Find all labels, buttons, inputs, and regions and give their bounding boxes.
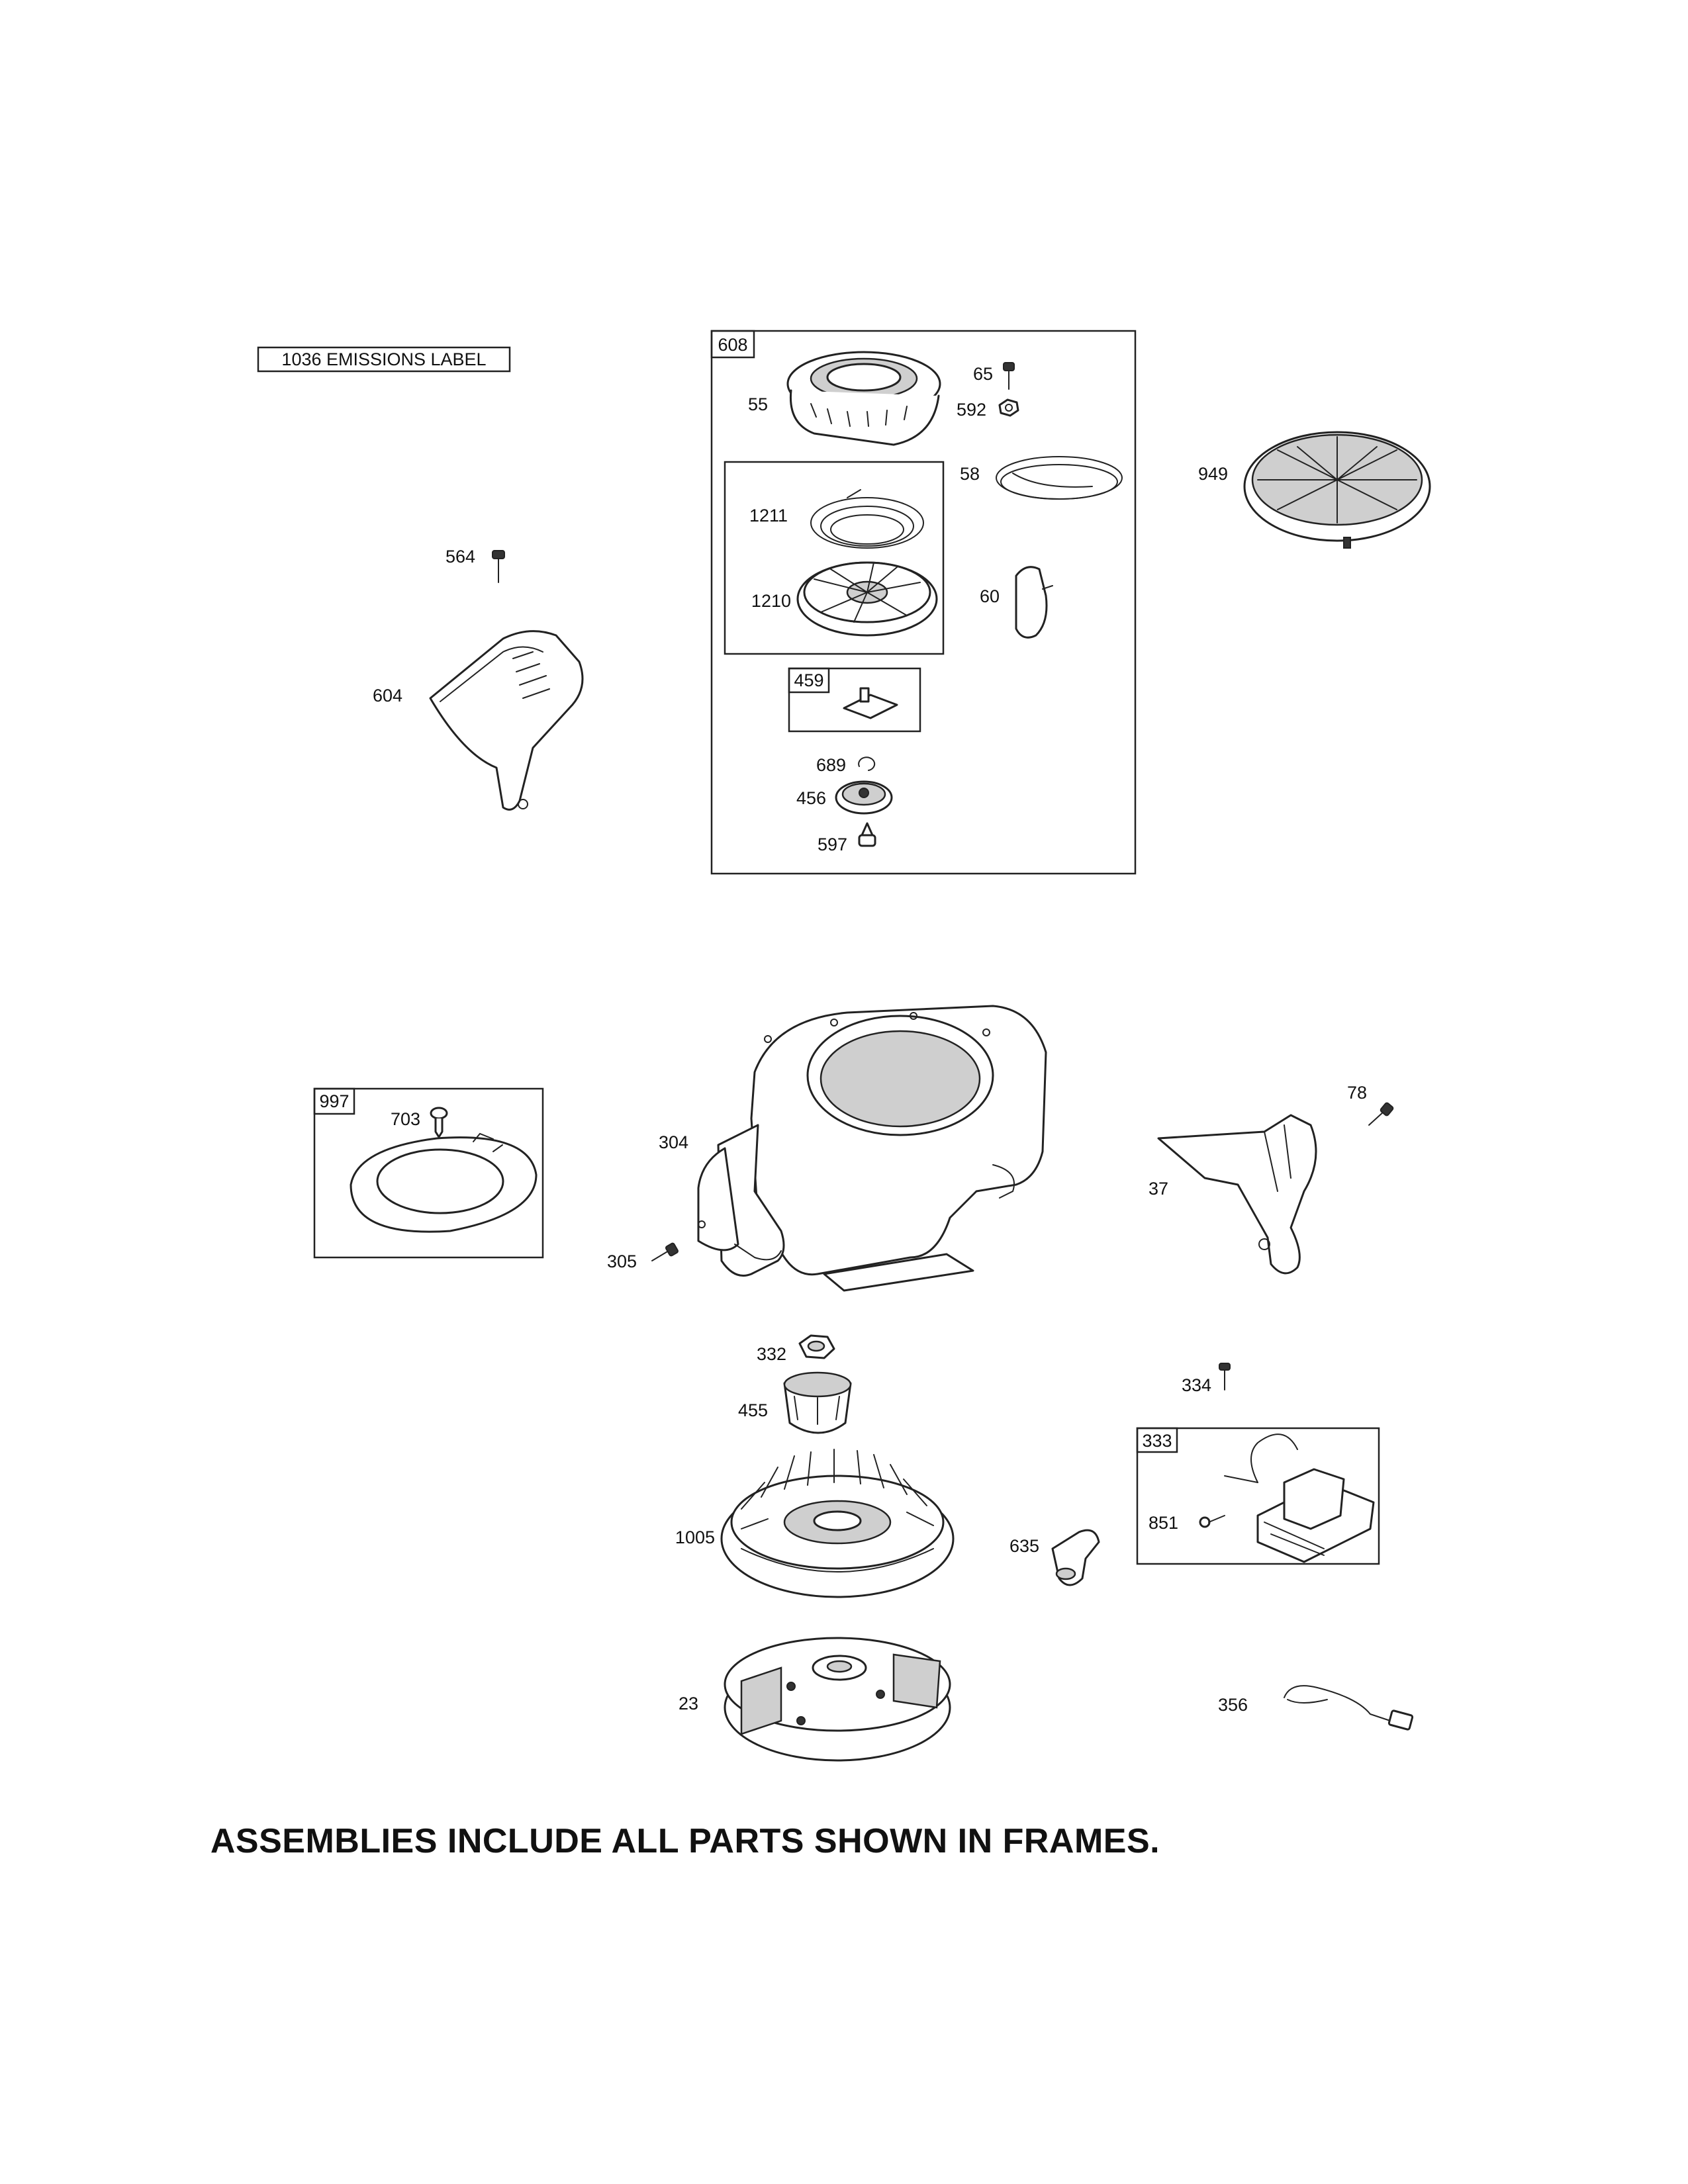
flywheel-magnet-part [724,1637,951,1762]
screw-icon [492,550,505,583]
starter-rope-part [996,456,1123,500]
part-label-635: 635 [1009,1536,1039,1556]
part-label-592: 592 [957,400,986,420]
frame-997-tag: 997 [319,1091,349,1111]
push-pin-icon [430,1107,448,1138]
flywheel-nut-part [798,1334,835,1359]
spark-plug-boot-part [1051,1529,1100,1586]
ratchet-part [835,780,893,815]
part-label-23: 23 [679,1694,698,1713]
part-label-597: 597 [818,835,847,854]
muffler-guard-part [429,630,584,811]
flywheel-baffle-ring-part [350,1132,538,1233]
part-label-60: 60 [980,586,1000,606]
part-label-456: 456 [796,788,826,808]
part-label-65: 65 [973,364,993,384]
starter-pulley-part [796,561,938,637]
starter-handle-part [1015,566,1053,639]
blower-housing-part [697,1005,1047,1292]
screw-icon [858,822,876,847]
part-label-949: 949 [1198,464,1228,484]
screw-icon [1219,1363,1231,1390]
frame-608-rewind-starter: 608 55 65 592 58 [710,330,1137,875]
frame-997: 997 703 [313,1087,544,1259]
part-label-334: 334 [1182,1375,1211,1395]
starter-housing-part [786,351,941,446]
part-label-1211: 1211 [749,506,788,525]
part-label-1210: 1210 [751,591,791,611]
air-guide-part [1157,1114,1317,1275]
part-label-1005: 1005 [675,1527,715,1547]
screw-icon [1003,362,1015,390]
nut-icon [998,398,1019,417]
spark-plug-wire-terminal-icon [1199,1515,1225,1528]
screw-icon [651,1242,679,1261]
part-label-304: 304 [659,1132,688,1152]
rotating-screen-part [1243,431,1431,549]
emissions-label-box: 1036 EMISSIONS LABEL [257,346,511,373]
flywheel-part [720,1449,955,1598]
part-label-689: 689 [816,755,846,775]
assemblies-note: ASSEMBLIES INCLUDE ALL PARTS SHOWN IN FR… [210,1822,1160,1860]
part-label-703: 703 [391,1109,420,1129]
part-label-78: 78 [1347,1083,1367,1103]
ignition-coil-part [1224,1433,1375,1563]
part-label-332: 332 [757,1344,786,1364]
frame-608-tag: 608 [718,335,747,355]
part-label-455: 455 [738,1400,768,1420]
starter-cup-part [783,1371,852,1434]
part-label-37: 37 [1149,1179,1168,1199]
pawl-part [843,687,898,719]
frame-333-tag: 333 [1142,1431,1172,1451]
part-label-58: 58 [960,464,980,484]
recoil-spring-part [810,489,924,549]
part-label-851: 851 [1149,1513,1178,1533]
part-label-356: 356 [1218,1695,1248,1715]
frame-333-ignition: 333 851 [1136,1427,1380,1565]
frame-459-tag: 459 [794,670,823,690]
part-label-564: 564 [445,547,475,567]
part-label-55: 55 [748,394,768,414]
part-label-305: 305 [607,1251,637,1271]
retainer-ring-icon [858,756,876,771]
part-label-604: 604 [373,686,402,705]
emissions-label-text: 1036 EMISSIONS LABEL [281,349,486,369]
screw-icon [1368,1102,1394,1126]
ground-wire-part [1284,1685,1414,1731]
